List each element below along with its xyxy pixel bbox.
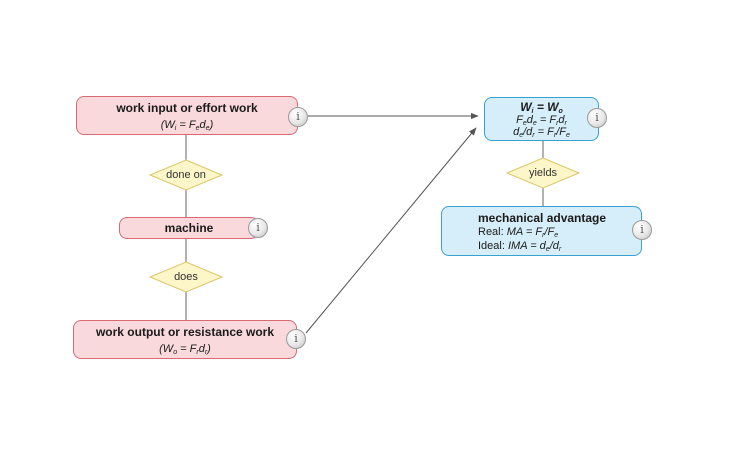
ma-real-line: Real: MA = Fr/Fe <box>478 226 559 239</box>
link-label-done-on: done on <box>166 169 206 181</box>
diamond-does <box>148 261 224 293</box>
diamond-done-on <box>148 159 224 191</box>
node-machine-title: machine <box>164 221 214 235</box>
equality-line-3: de/dr = Fr/Fe <box>513 126 570 139</box>
node-mechanical-advantage[interactable]: mechanical advantage Real: MA = Fr/Fe Id… <box>441 206 642 256</box>
ma-ideal-line: Ideal: IMA = de/dr <box>478 240 562 253</box>
diamond-yields <box>505 157 581 189</box>
info-icon[interactable]: i <box>248 218 268 238</box>
info-icon[interactable]: i <box>632 220 652 240</box>
node-work-input-title: work input or effort work <box>116 101 258 115</box>
node-ma-title: mechanical advantage <box>478 211 607 225</box>
link-label-does: does <box>174 271 198 283</box>
arrow-output-to-equal <box>305 127 477 334</box>
node-work-output[interactable]: work output or resistance work (Wo = Frd… <box>73 320 297 359</box>
node-work-output-title: work output or resistance work <box>95 325 275 339</box>
info-icon[interactable]: i <box>288 107 308 127</box>
node-machine[interactable]: machine <box>119 217 259 239</box>
link-label-yields: yields <box>528 167 558 179</box>
equality-line-1: Wi = Wo <box>520 100 563 115</box>
info-icon[interactable]: i <box>587 108 607 128</box>
node-work-equality[interactable]: Wi = Wo Fede = Frdr de/dr = Fr/Fe <box>484 97 599 141</box>
node-work-input[interactable]: work input or effort work (Wi = Fede) <box>76 96 298 135</box>
info-icon[interactable]: i <box>286 329 306 349</box>
node-work-input-formula: (Wi = Fede) <box>160 119 214 132</box>
node-work-output-formula: (Wo = Frdr) <box>159 343 211 356</box>
equality-line-2: Fede = Frdr <box>516 114 567 127</box>
